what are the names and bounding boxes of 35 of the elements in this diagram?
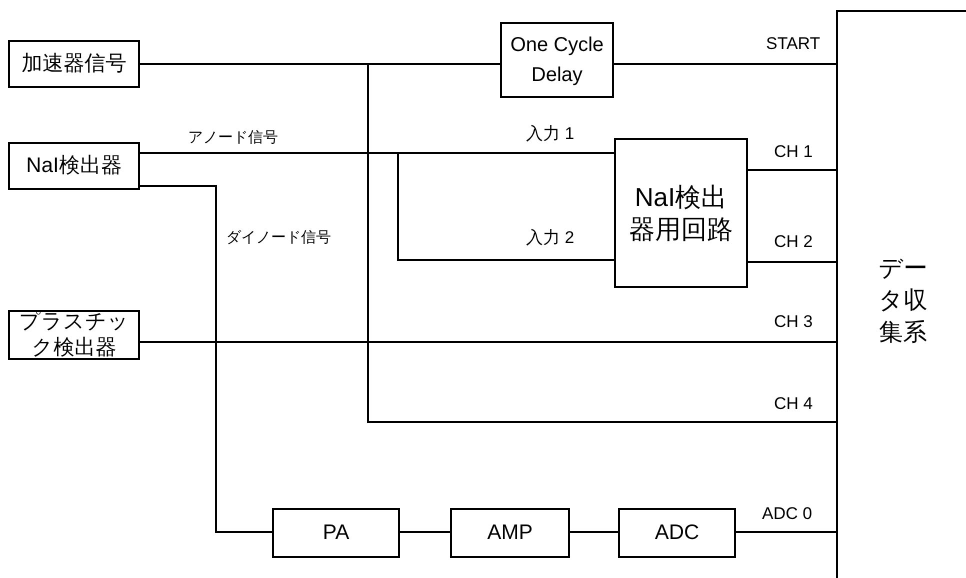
block-label: データ収集系 (877, 254, 928, 348)
edge-label: 入力 1 (526, 124, 574, 144)
connector-line (736, 531, 836, 533)
connector-line (140, 341, 836, 343)
block (450, 508, 570, 558)
block (618, 508, 736, 558)
system-block (836, 10, 966, 578)
block-label: NaI検出器用回路 (628, 181, 734, 245)
block-label: One Cycle Delay (510, 33, 604, 88)
edge-label: CH 4 (774, 394, 813, 414)
connector-line (570, 531, 618, 533)
connector-line (748, 169, 836, 171)
block (614, 138, 748, 288)
edge-label: START (766, 34, 820, 54)
block-label: ADC (654, 520, 700, 546)
edge-label: CH 1 (774, 142, 813, 162)
block (272, 508, 400, 558)
edge-label: CH 2 (774, 232, 813, 252)
block-label: PA (322, 520, 350, 546)
block-label: AMP (487, 520, 533, 546)
connector-line (400, 531, 450, 533)
edge-label: 入力 2 (526, 228, 574, 248)
edge-label: ADC 0 (762, 504, 812, 524)
connector-line (614, 63, 836, 65)
connector-line (140, 185, 272, 533)
block (8, 40, 140, 88)
block (8, 310, 140, 360)
block (500, 22, 614, 98)
block (8, 142, 140, 190)
signal-label: アノード信号 (188, 128, 278, 148)
block-label: NaI検出器 (26, 153, 122, 179)
edge-label: ダイノード信号 (226, 228, 331, 248)
block-label: 加速器信号 (22, 51, 126, 77)
connector-line (748, 261, 836, 263)
edge-label: CH 3 (774, 312, 813, 332)
